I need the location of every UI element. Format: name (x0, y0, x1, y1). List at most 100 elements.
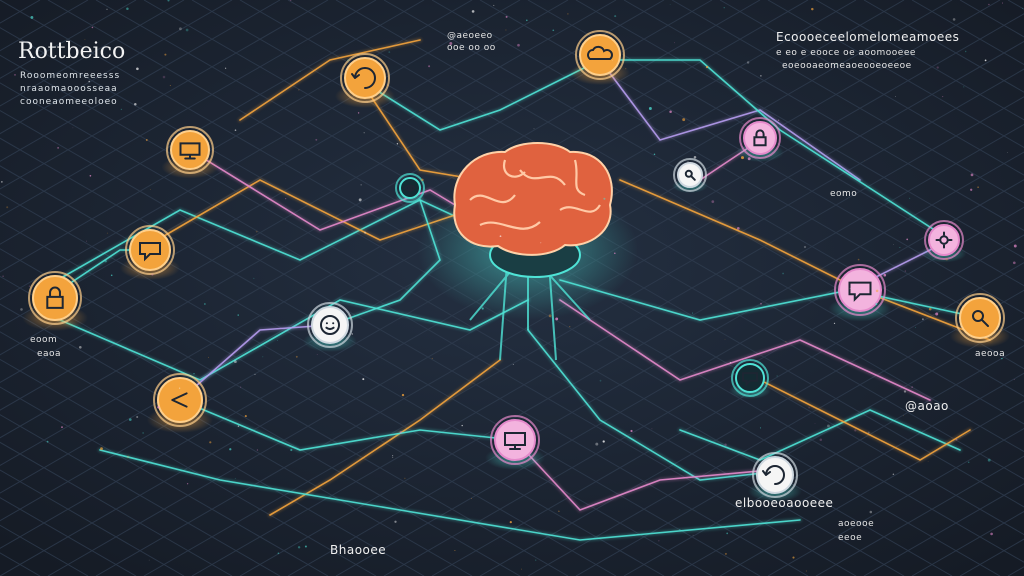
glow-dot (658, 540, 660, 542)
grid-line (0, 0, 665, 384)
glow-dot (679, 528, 681, 530)
glow-dot (906, 238, 909, 241)
glow-dot (794, 529, 796, 530)
glow-dot (421, 178, 424, 182)
glow-dot (517, 43, 520, 47)
orange-node (120, 225, 180, 280)
glow-dot (20, 308, 23, 311)
glow-dot (298, 89, 300, 91)
glow-dot (692, 312, 694, 314)
orange-node (570, 30, 630, 85)
glow-dot (204, 303, 206, 305)
glow-dot (977, 186, 979, 189)
connection-line (599, 59, 951, 241)
glow-dot (729, 362, 731, 364)
glow-dot (803, 245, 807, 249)
grid-line (0, 0, 281, 162)
grid-line (815, 0, 1024, 121)
glow-dot (614, 252, 616, 254)
glow-dot (14, 74, 16, 76)
brain-node (418, 142, 638, 361)
left-subtitle-line-3: cooneaomeeoloeo (20, 97, 118, 107)
grid-line (479, 262, 1024, 576)
lock-icon (753, 129, 767, 147)
glow-dot (57, 147, 59, 149)
glow-dot (625, 68, 627, 70)
glow-dot (747, 157, 751, 161)
glow-dot (521, 568, 522, 570)
grid-line (0, 303, 473, 576)
glow-dot (875, 303, 878, 305)
grid-line (191, 96, 1024, 576)
glow-dot (857, 258, 860, 261)
glow-dot (558, 510, 560, 512)
glow-dot (72, 127, 74, 129)
glow-dot (234, 477, 236, 479)
right-label-a: eomo (830, 189, 858, 199)
glow-dot (849, 287, 851, 289)
grid-line (431, 234, 1024, 576)
white-node (672, 158, 708, 193)
glow-dot (89, 174, 92, 177)
glow-dot (723, 7, 725, 9)
connection-line (359, 59, 601, 131)
white-node (303, 302, 357, 353)
glow-dot (1012, 261, 1016, 265)
cyan-node (395, 173, 425, 203)
glow-dot (1013, 379, 1015, 380)
grid-line (671, 0, 1024, 204)
orange-node (22, 271, 88, 331)
glow-dot (760, 302, 762, 305)
glow-dot (595, 442, 599, 446)
top-center-label: @aeoeeo (447, 31, 493, 41)
top-right-line-1: e eo e eooce oe aoomooeee (776, 48, 916, 58)
glow-dot (46, 440, 49, 443)
glow-dot (630, 429, 633, 433)
glow-dot (392, 455, 394, 456)
glow-dot (394, 520, 397, 523)
grid-line (0, 0, 185, 107)
grid-line (0, 0, 809, 466)
glow-dot (674, 42, 676, 44)
pink-node (828, 264, 892, 322)
glow-dot (148, 559, 150, 561)
glow-dot (827, 424, 830, 428)
glow-dot (987, 458, 991, 462)
glow-dot (134, 102, 137, 106)
glow-dot (262, 356, 264, 358)
glow-dot (142, 432, 144, 434)
glow-dot (285, 198, 287, 200)
glow-dot (404, 477, 406, 479)
lock-icon (46, 286, 64, 309)
glow-dot (792, 556, 795, 559)
glow-dot (126, 455, 130, 459)
glow-dot (892, 244, 894, 246)
top-right-line-2: eoeooaeomeaoeooeoeeoe (782, 61, 912, 71)
glow-dot (648, 107, 652, 110)
chat-icon (139, 242, 161, 262)
orange-node (950, 293, 1010, 348)
glow-dot (942, 96, 944, 98)
glow-dot (106, 232, 108, 234)
glow-dot (936, 66, 939, 69)
glow-dot (1001, 358, 1003, 360)
glow-dot (362, 378, 365, 381)
glow-dot (145, 139, 148, 141)
grid-line (0, 0, 473, 273)
glow-dot (277, 552, 280, 555)
glow-dot (348, 400, 349, 402)
orange-node (161, 126, 219, 179)
glow-dot (653, 153, 656, 156)
monitor-icon (179, 142, 201, 160)
glow-dot (501, 322, 503, 324)
glow-dot (164, 53, 167, 56)
glow-dot (289, 0, 292, 1)
glow-dot (104, 259, 107, 263)
glow-dot (952, 18, 956, 21)
glow-dot (505, 29, 507, 31)
glow-dot (454, 549, 456, 552)
glow-dot (499, 235, 502, 238)
glow-dot (512, 363, 514, 365)
connection-line (179, 324, 331, 401)
